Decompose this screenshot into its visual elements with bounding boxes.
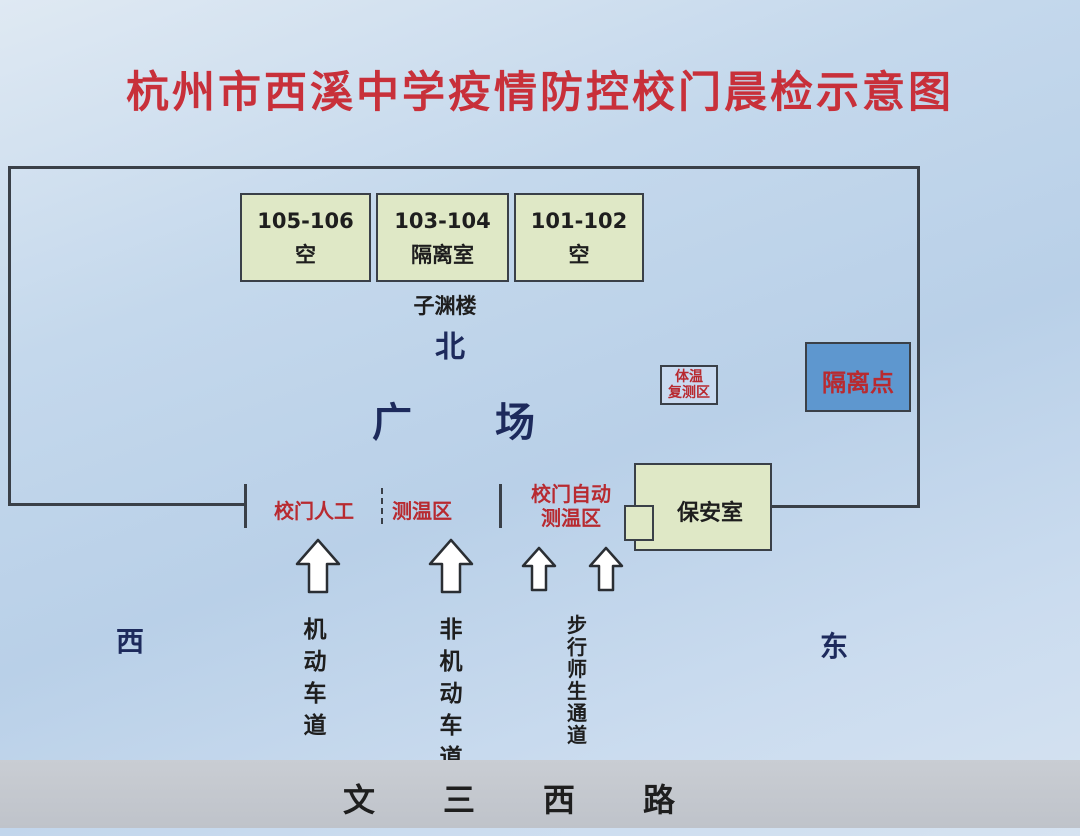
building-name: 子渊楼: [413, 294, 477, 318]
temp-recheck-zone: 体温 复测区: [660, 365, 718, 405]
west-gate-post: [244, 484, 247, 528]
south-boundary-west-line: [8, 503, 246, 506]
road-name: 文 三 西 路: [0, 775, 1080, 819]
room-101-102: 101-102 空: [514, 193, 644, 282]
gate-divider: [499, 484, 502, 528]
north-label: 北: [435, 330, 465, 365]
motor-lane-label: 机动车道: [303, 617, 327, 739]
up-arrow-icon: [428, 538, 474, 594]
room-use: 空: [295, 243, 316, 267]
east-label: 东: [820, 630, 849, 663]
security-room-label: 保安室: [676, 501, 743, 526]
road-char: 文: [343, 781, 376, 819]
manual-zone-label-1: 校门人工: [274, 499, 354, 523]
non-motor-lane-label: 非机动车道: [439, 617, 463, 771]
temp-recheck-line2: 复测区: [668, 385, 710, 401]
plaza-label-1: 广: [372, 400, 412, 446]
isolation-point: 隔离点: [805, 342, 911, 412]
room-use: 空: [568, 243, 590, 267]
security-window: [624, 505, 654, 541]
temp-recheck-line1: 体温: [675, 369, 703, 385]
south-boundary-east-line: [772, 505, 920, 508]
road-char: 三: [443, 781, 476, 819]
gate-divider-dashed: [381, 488, 383, 524]
diagram-title: 杭州市西溪中学疫情防控校门晨检示意图: [126, 68, 954, 118]
room-105-106: 105-106 空: [240, 193, 371, 282]
west-label: 西: [116, 625, 145, 658]
up-arrow-icon: [588, 546, 624, 592]
security-room: 保安室: [634, 463, 772, 551]
north-boundary-line: [8, 166, 920, 169]
auto-zone-label-2: 测温区: [541, 506, 601, 530]
room-use: 隔离室: [411, 243, 474, 267]
east-boundary-line: [917, 166, 920, 508]
isolation-point-label: 隔离点: [822, 369, 894, 397]
plaza-label-2: 场: [495, 400, 535, 446]
up-arrow-icon: [295, 538, 341, 594]
room-number: 105-106: [257, 209, 354, 233]
auto-zone-label-1: 校门自动: [531, 482, 611, 506]
manual-zone-label-2: 测温区: [392, 499, 452, 523]
room-number: 103-104: [394, 209, 491, 233]
road-strip: [0, 760, 1080, 828]
road-char: 路: [643, 781, 676, 819]
up-arrow-icon: [521, 546, 557, 592]
room-number: 101-102: [530, 209, 628, 233]
west-boundary-line: [8, 166, 11, 506]
road-char: 西: [543, 781, 576, 819]
room-103-104: 103-104 隔离室: [376, 193, 509, 282]
pedestrian-lane-label: 步行师生通道: [567, 613, 587, 747]
